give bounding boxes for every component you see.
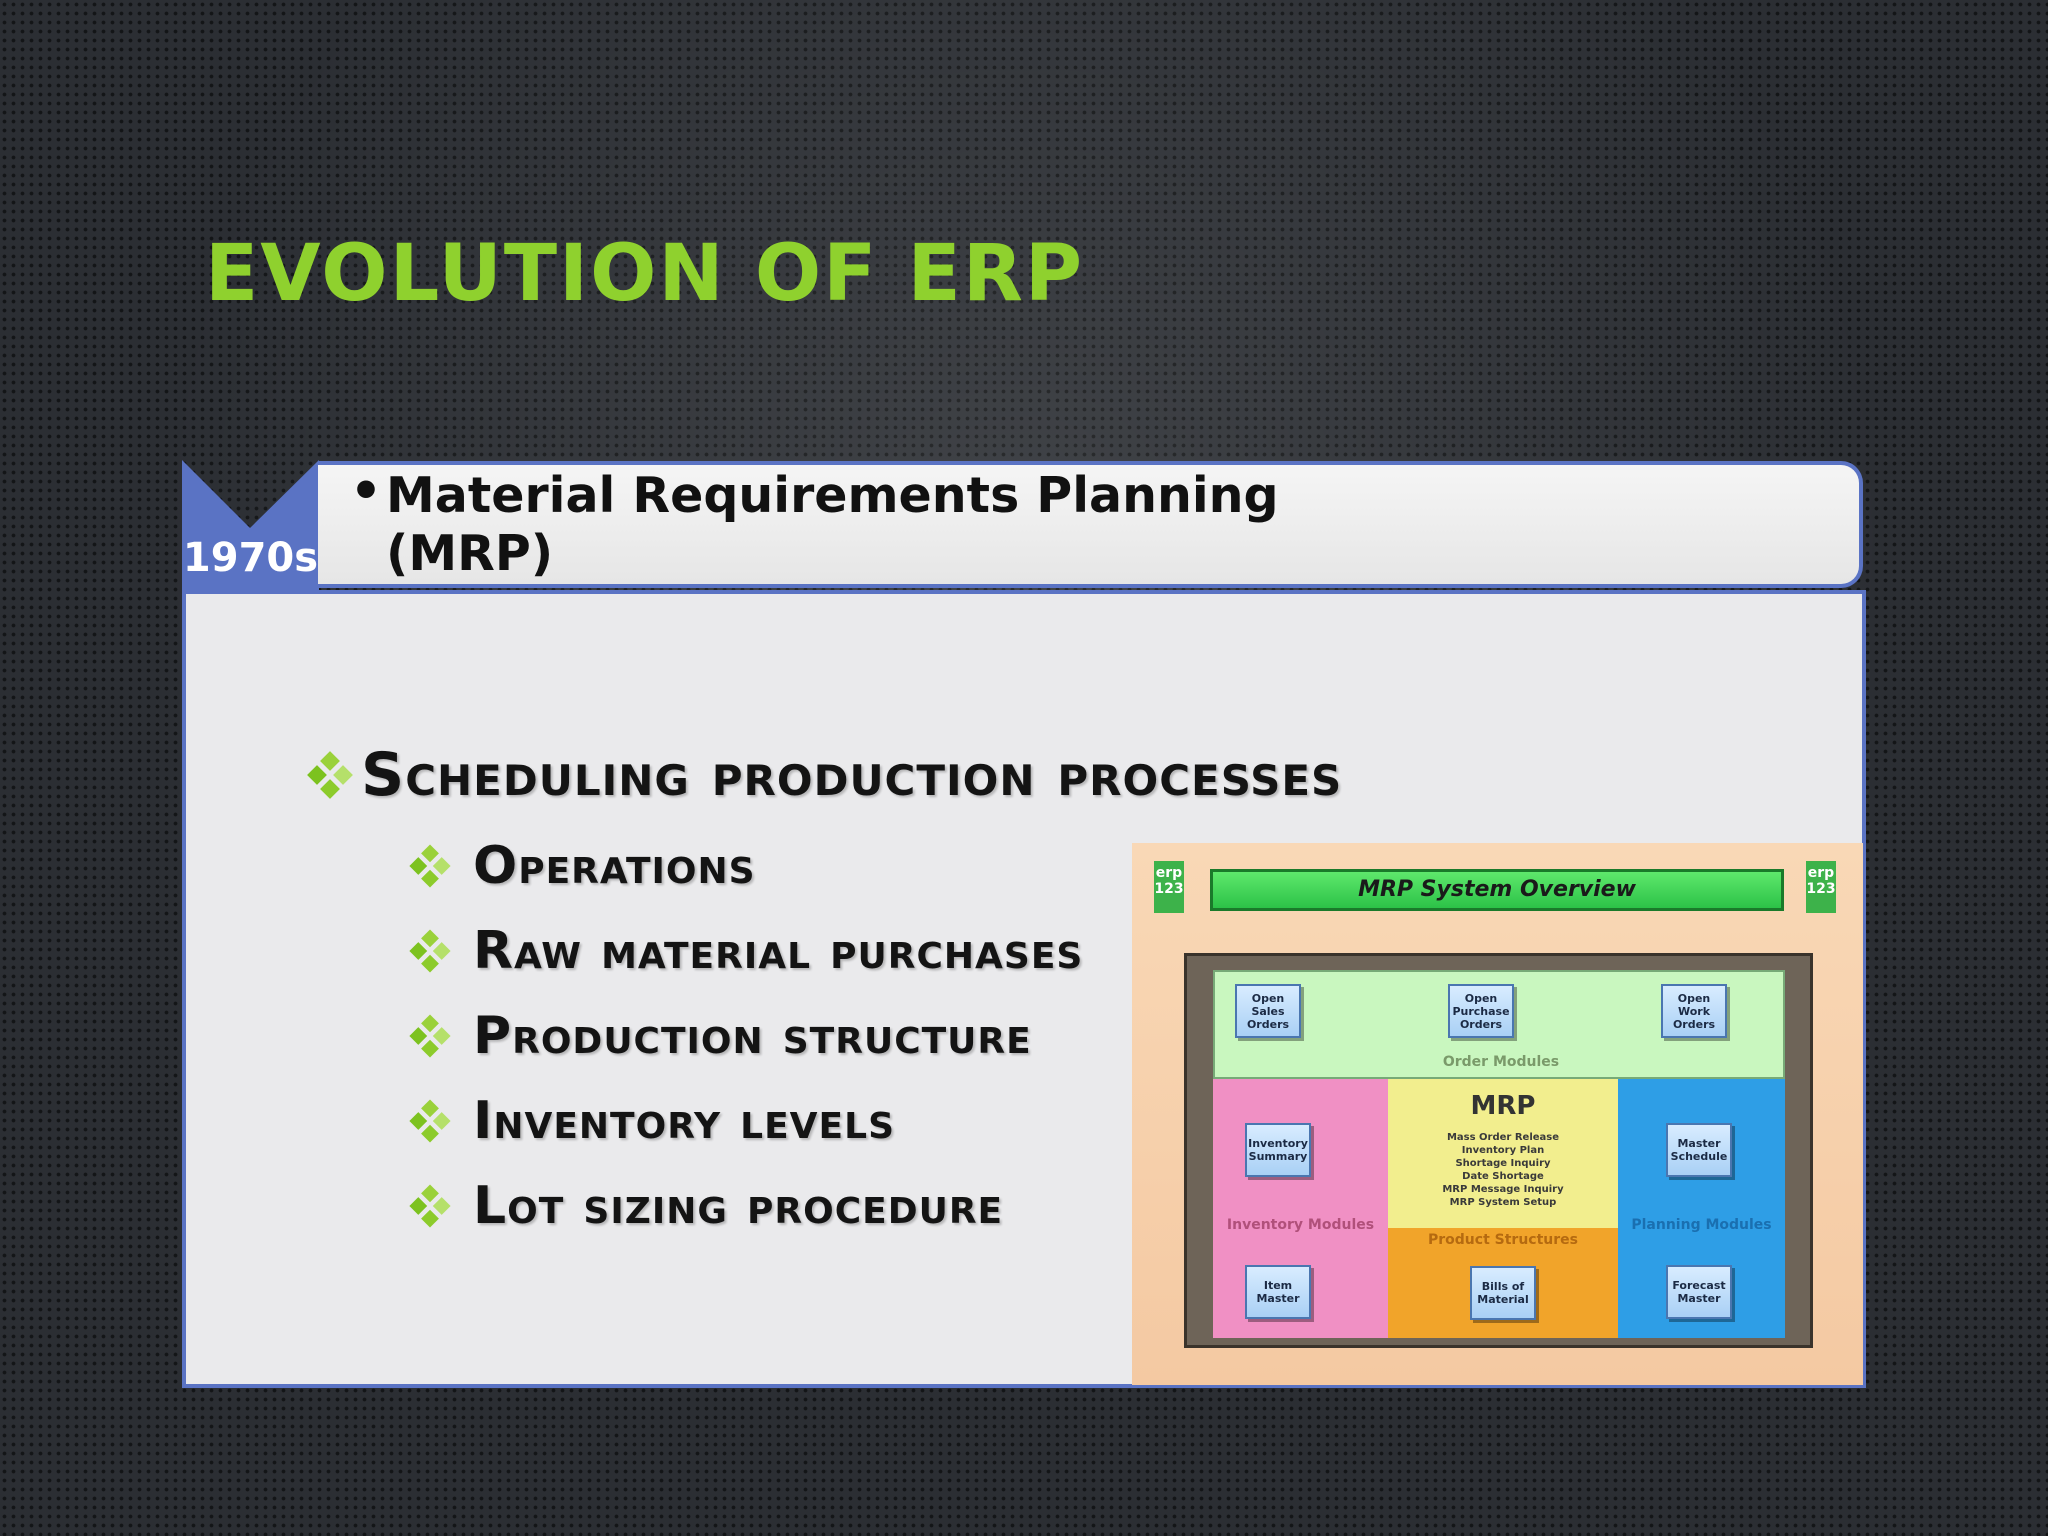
mrp-system-overview-image: erp 123 erp 123 MRP System Overview Open…	[1132, 843, 1863, 1385]
main-bullet-text: Scheduling production processes	[361, 740, 1343, 810]
diamond-bullet-icon	[305, 750, 355, 800]
mrp-banner: MRP System Overview	[1210, 869, 1784, 911]
box-master-schedule: Master Schedule	[1666, 1123, 1732, 1177]
mrp-function-list: Mass Order Release Inventory Plan Shorta…	[1388, 1131, 1618, 1209]
sub-bullet-production-structure: Production structure	[405, 1006, 1032, 1066]
inventory-modules-label: Inventory Modules	[1226, 1217, 1375, 1233]
mrp-core-title: MRP	[1470, 1091, 1536, 1121]
diamond-bullet-icon	[408, 1184, 453, 1229]
diamond-bullet-icon	[408, 929, 453, 974]
box-item-master: Item Master	[1245, 1265, 1311, 1319]
sub-bullet-inventory-levels: Inventory levels	[405, 1091, 895, 1151]
box-open-sales-orders: Open Sales Orders	[1235, 984, 1301, 1038]
order-modules-label: Order Modules	[1442, 1054, 1560, 1070]
timeline-heading: Material Requirements Planning (MRP)	[386, 467, 1279, 582]
diamond-bullet-icon	[408, 1014, 453, 1059]
sub-bullet-text: Lot sizing procedure	[473, 1176, 1004, 1236]
mrp-function-item: MRP System Setup	[1449, 1197, 1557, 1208]
product-structures-label: Product Structures	[1428, 1232, 1578, 1248]
zone-order-modules: Open Sales Orders Open Purchase Orders O…	[1213, 970, 1785, 1079]
box-bills-of-material: Bills of Material	[1470, 1266, 1536, 1320]
erp-logo-icon: erp 123	[1154, 861, 1184, 913]
header-bullet: •	[350, 462, 382, 520]
sub-bullet-text: Raw material purchases	[473, 921, 1084, 981]
diamond-bullet-icon	[408, 844, 453, 889]
zone-planning-modules: Master Schedule Planning Modules Forecas…	[1618, 1079, 1785, 1338]
sub-bullet-lot-sizing-procedure: Lot sizing procedure	[405, 1176, 1003, 1236]
box-open-purchase-orders: Open Purchase Orders	[1448, 984, 1514, 1038]
slide-title: EVOLUTION OF ERP	[205, 229, 1085, 319]
mrp-function-item: Inventory Plan	[1461, 1145, 1545, 1156]
mrp-function-item: Mass Order Release	[1446, 1132, 1560, 1143]
box-open-work-orders: Open Work Orders	[1661, 984, 1727, 1038]
mrp-diagram: Open Sales Orders Open Purchase Orders O…	[1184, 953, 1813, 1348]
erp-logo-icon: erp 123	[1806, 861, 1836, 913]
mrp-function-item: Date Shortage	[1462, 1171, 1544, 1182]
sub-bullet-operations: Operations	[405, 836, 756, 896]
sub-bullet-text: Operations	[473, 836, 756, 896]
sub-bullet-raw-material-purchases: Raw material purchases	[405, 921, 1083, 981]
diamond-bullet-icon	[408, 1099, 453, 1144]
timeline-header-bar	[318, 461, 1863, 588]
zone-mrp-core: MRP Mass Order Release Inventory Plan Sh…	[1388, 1079, 1618, 1228]
zone-product-structures: Product Structures Bills of Material	[1388, 1228, 1618, 1338]
main-bullet: Scheduling production processes	[305, 740, 1342, 810]
box-inventory-summary: Inventory Summary	[1245, 1123, 1311, 1177]
planning-modules-label: Planning Modules	[1631, 1217, 1772, 1233]
mrp-function-item: MRP Message Inquiry	[1442, 1184, 1564, 1195]
sub-bullet-text: Inventory levels	[473, 1091, 895, 1151]
box-forecast-master: Forecast Master	[1666, 1265, 1732, 1319]
mrp-function-item: Shortage Inquiry	[1455, 1158, 1551, 1169]
timeline-period-label: 1970s	[182, 535, 319, 581]
sub-bullet-text: Production structure	[473, 1006, 1032, 1066]
zone-inventory-modules: Inventory Summary Inventory Modules Item…	[1213, 1079, 1388, 1338]
